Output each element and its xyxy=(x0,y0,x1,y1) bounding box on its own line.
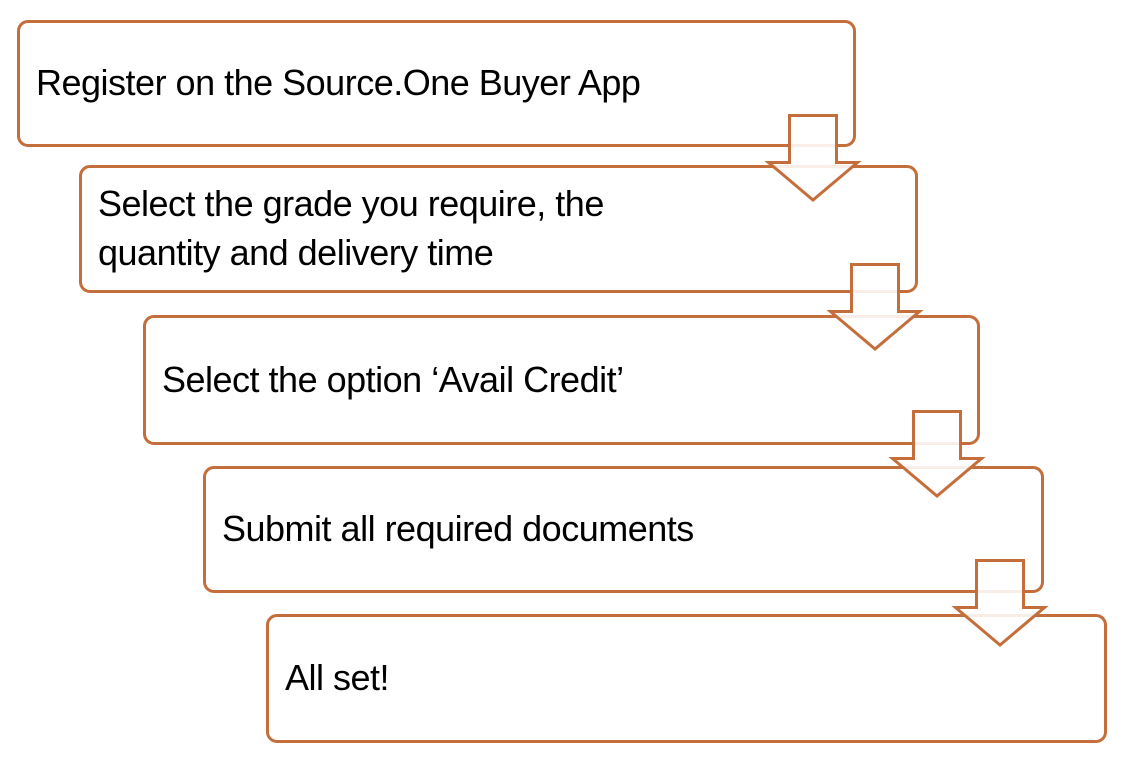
down-arrow-icon xyxy=(764,114,862,202)
flow-step-4-label: Submit all required documents xyxy=(222,508,694,550)
flow-step-5-label: All set! xyxy=(285,657,390,699)
flow-step-3-label: Select the option ‘Avail Credit’ xyxy=(162,358,624,400)
down-arrow-icon xyxy=(951,559,1049,647)
flow-step-1-label: Register on the Source.One Buyer App xyxy=(36,62,641,104)
flow-step-5-box: All set! xyxy=(266,614,1107,743)
down-arrow-icon xyxy=(826,263,924,351)
flow-step-2-label: Select the grade you require, the quanti… xyxy=(98,183,604,273)
flow-step-4-box: Submit all required documents xyxy=(203,466,1044,593)
down-arrow-icon xyxy=(888,410,986,498)
flow-step-2-box: Select the grade you require, the quanti… xyxy=(79,165,918,293)
flow-step-3-box: Select the option ‘Avail Credit’ xyxy=(143,315,980,445)
flow-step-1-box: Register on the Source.One Buyer App xyxy=(17,20,856,147)
